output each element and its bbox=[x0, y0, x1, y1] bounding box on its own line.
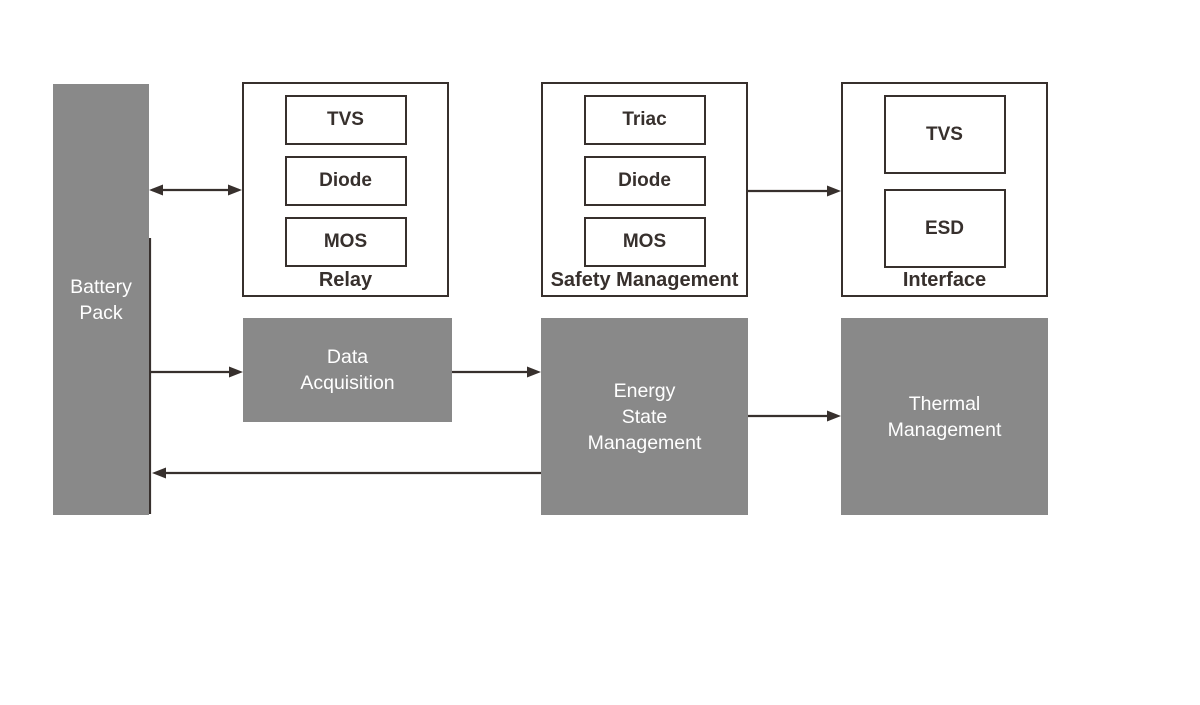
block-battery-pack: Battery Pack bbox=[53, 84, 149, 515]
block-label-line: Data bbox=[326, 346, 369, 368]
block-label-line: Thermal bbox=[908, 392, 981, 415]
component-box-esd: ESD bbox=[883, 189, 1006, 268]
connector-energy-to-battery bbox=[152, 467, 541, 479]
component-box-diode: Diode bbox=[284, 156, 407, 206]
block-label-line: Management bbox=[587, 431, 702, 454]
block-energy-state-management: Energy State Management bbox=[541, 318, 748, 515]
connector-battery-relay-bidirectional bbox=[149, 184, 242, 196]
group-relay: TVS Diode MOS Relay bbox=[242, 82, 449, 297]
block-thermal-management: Thermal Management bbox=[841, 318, 1048, 515]
component-box-diode: Diode bbox=[583, 156, 706, 206]
block-label-line: Energy bbox=[613, 379, 676, 402]
group-label-safety-management: Safety Management bbox=[550, 269, 739, 291]
component-box-triac: Triac bbox=[583, 95, 706, 145]
block-label-line: Battery bbox=[70, 275, 132, 298]
connector-energy-to-thermal bbox=[748, 410, 841, 422]
group-safety-management: Triac Diode MOS Safety Management bbox=[541, 82, 748, 297]
connector-battery-to-data-acquisition bbox=[150, 366, 243, 378]
block-label-line: Acquisition bbox=[300, 372, 395, 394]
connector-data-acquisition-to-energy bbox=[452, 366, 541, 378]
group-label-relay: Relay bbox=[318, 269, 373, 291]
group-interface: TVS ESD Interface bbox=[841, 82, 1048, 297]
component-box-mos: MOS bbox=[284, 217, 407, 267]
block-label-line: Management bbox=[887, 418, 1002, 441]
group-label-interface: Interface bbox=[902, 269, 987, 291]
block-label-line: Pack bbox=[79, 301, 123, 324]
component-box-tvs: TVS bbox=[284, 95, 407, 145]
connector-safety-to-interface bbox=[748, 185, 841, 197]
component-box-tvs: TVS bbox=[883, 95, 1006, 174]
block-label-line: State bbox=[621, 405, 668, 428]
block-data-acquisition: Data Acquisition bbox=[243, 318, 452, 422]
component-box-mos: MOS bbox=[583, 217, 706, 267]
